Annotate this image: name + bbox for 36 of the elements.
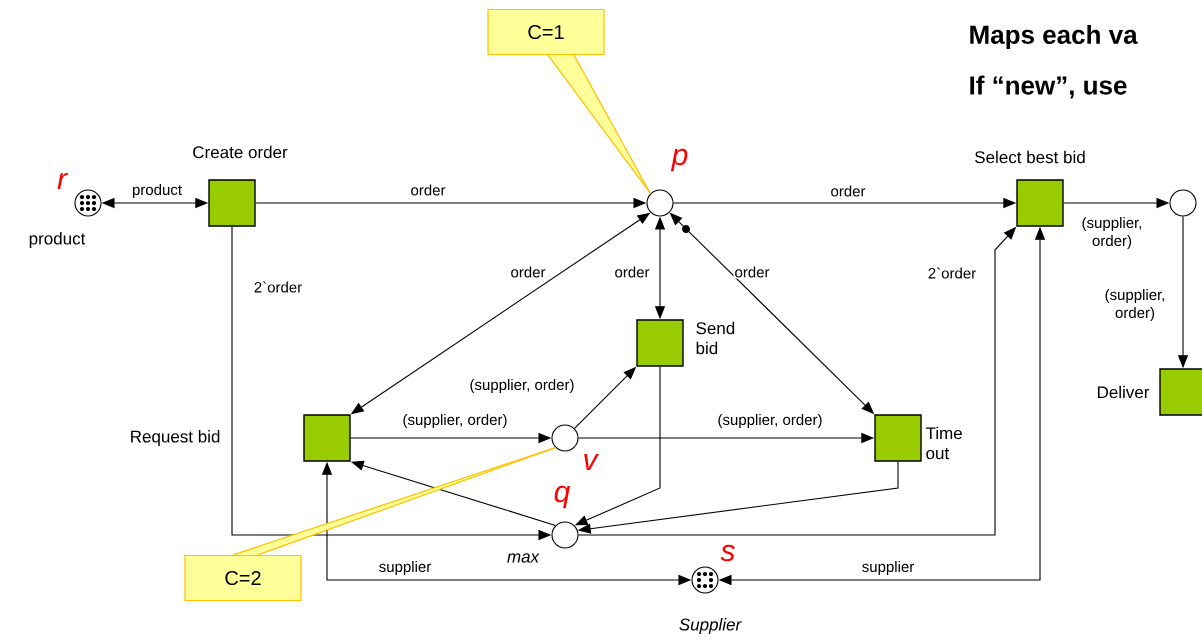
leader-line (547, 54, 652, 194)
edge-label: (supplier, order) (468, 378, 576, 394)
place-name: r (57, 172, 68, 190)
node-label: product (29, 232, 86, 248)
edge-label: order (829, 184, 867, 198)
place-name: s (720, 544, 735, 562)
edge-label: (supplier, order) (401, 413, 509, 429)
leader-line (232, 447, 557, 556)
edge-label: (supplier, order) (1094, 288, 1176, 322)
heading-text: If “new”, use (970, 75, 1127, 99)
node-label: Request bid (131, 430, 220, 446)
node-label: Deliver (1097, 385, 1150, 399)
place-name: q (554, 485, 571, 509)
node-label: Send bid (696, 321, 735, 355)
node-label: Time out (925, 426, 962, 460)
edge-label: order (733, 265, 771, 279)
place-circle (1169, 189, 1197, 217)
place-name: p (670, 148, 688, 172)
edge-label: (supplier, order) (1071, 216, 1153, 250)
edge-label: supplier (860, 560, 916, 576)
callout-box: C=2 (184, 554, 302, 602)
edge-label: order (613, 265, 651, 279)
place-name: v (584, 454, 599, 470)
edge-label: supplier (377, 560, 433, 576)
edge-label: 2`order (926, 266, 978, 280)
edge-label: order (409, 183, 447, 197)
callout-box: C=1 (487, 8, 605, 56)
edge-label: (supplier, order) (716, 413, 824, 429)
edge-label: order (509, 265, 547, 279)
annotation: max (507, 553, 540, 563)
heading-text: Maps each va (970, 24, 1138, 50)
edge-label: product (131, 183, 183, 199)
node-label: Supplier (679, 618, 742, 634)
node-label: Select best bid (975, 150, 1085, 164)
node-label: Create order (193, 145, 288, 159)
edge-label: 2`order (252, 280, 304, 294)
